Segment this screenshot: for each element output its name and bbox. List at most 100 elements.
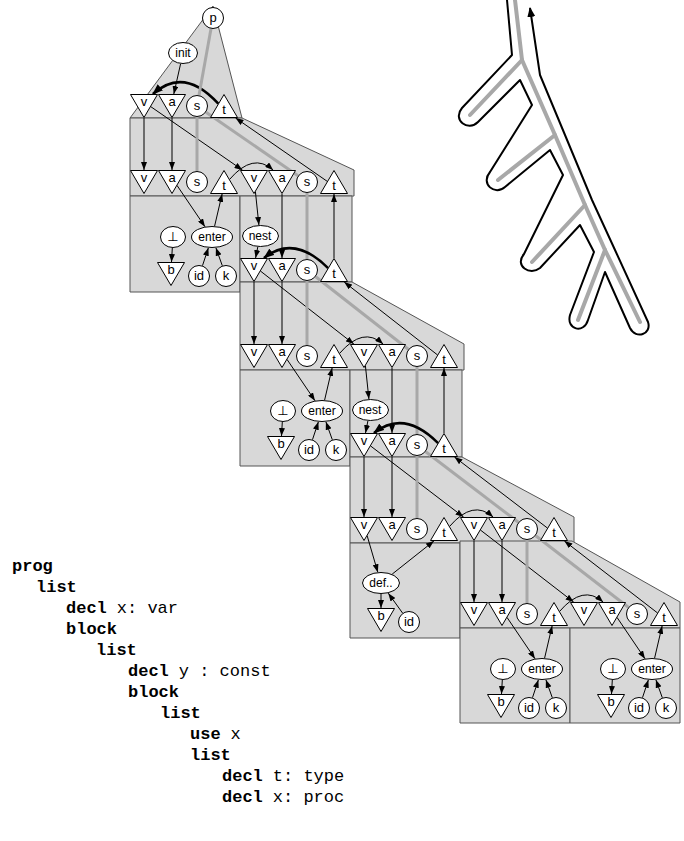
node-text-box: v: [130, 95, 158, 109]
node-text-box: v: [570, 603, 598, 617]
inherited-attribute-triangle: v: [570, 602, 598, 626]
node-label: b: [267, 437, 295, 451]
triangle-outline: [269, 345, 296, 368]
code-keyword: list: [160, 704, 201, 724]
node-text-box: s: [516, 607, 538, 621]
attribute-circle: s: [626, 603, 648, 625]
attribute-circle: s: [516, 603, 538, 625]
node-label: v: [460, 518, 488, 532]
dependency-arrow: [392, 457, 393, 517]
node-label: a: [378, 434, 406, 448]
oval-outline: [363, 573, 400, 594]
dependency-arrow: [501, 680, 503, 694]
node-label: t: [650, 611, 678, 625]
triangle-outline: [321, 345, 348, 368]
list-region: [240, 282, 464, 370]
function-oval: enter: [191, 226, 233, 248]
code-keyword: block: [66, 620, 117, 640]
node-text-box: s: [296, 349, 318, 363]
circle-outline: [326, 440, 347, 461]
synthesized-attribute-triangle: t: [210, 170, 238, 194]
node-label: a: [488, 518, 516, 532]
node-label: k: [655, 701, 677, 715]
dependency-arrow: [174, 64, 181, 94]
node-label: s: [516, 522, 538, 536]
triangle-outline: [461, 518, 488, 541]
triangle-outline: [268, 437, 295, 460]
triangle-outline: [131, 171, 158, 194]
triangle-outline: [269, 259, 296, 282]
node-label: s: [186, 175, 208, 189]
synthesized-attribute-triangle: t: [320, 344, 348, 368]
node-label: v: [240, 171, 268, 185]
node-text-box: a: [488, 518, 516, 532]
oval-outline: [491, 659, 516, 680]
tree-link: [416, 456, 419, 518]
node-label: a: [268, 345, 296, 359]
node-text-box: k: [655, 701, 677, 715]
node-text-box: p: [202, 11, 224, 25]
function-oval: init: [168, 42, 198, 64]
oval-outline: [352, 400, 388, 421]
code-keyword: decl: [128, 662, 169, 682]
attribute-circle: k: [325, 439, 347, 461]
node-label: a: [268, 171, 296, 185]
inherited-attribute-triangle: a: [488, 602, 516, 626]
node-text-box: b: [597, 695, 625, 709]
oval-outline: [271, 401, 296, 422]
dependency-arrow: [655, 626, 663, 658]
node-label: v: [570, 603, 598, 617]
circle-outline: [517, 519, 538, 540]
attribute-circle: s: [406, 345, 428, 367]
node-text-box: b: [267, 437, 295, 451]
oval-outline: [632, 659, 673, 680]
triangle-outline: [241, 171, 268, 194]
attribute-circle: k: [215, 265, 237, 287]
attribute-circle: id: [188, 265, 210, 287]
oval-outline: [169, 43, 198, 64]
node-label: a: [378, 345, 406, 359]
node-label: t: [210, 103, 238, 117]
triangle-outline: [131, 95, 158, 118]
dependency-arrow: [172, 118, 173, 170]
function-oval: enter: [521, 658, 563, 680]
oval-outline: [161, 227, 186, 248]
code-text: x: [231, 725, 241, 745]
node-text-box: b: [367, 609, 395, 623]
node-text-box: s: [406, 349, 428, 363]
node-label: a: [378, 518, 406, 532]
attribute-circle: id: [398, 611, 420, 633]
node-label: t: [320, 353, 348, 367]
dependency-arrow: [203, 248, 209, 266]
circle-outline: [216, 266, 237, 287]
list-region: [460, 541, 680, 628]
tree-link: [526, 540, 529, 603]
dependency-arrow: [255, 192, 259, 225]
node-text-box: a: [268, 345, 296, 359]
dependency-arrow: [215, 194, 223, 226]
root-region: [130, 6, 242, 118]
inherited-attribute-triangle: a: [158, 170, 186, 194]
circle-outline: [407, 435, 428, 456]
dependency-arrow: [367, 536, 378, 573]
node-text-box: enter: [301, 404, 343, 418]
attribute-circle: s: [406, 434, 428, 456]
triangle-outline: [159, 95, 186, 118]
circle-outline: [656, 698, 677, 719]
node-label: v: [350, 434, 378, 448]
synthesized-attribute-triangle: t: [320, 170, 348, 194]
node-text-box: ⊥: [600, 662, 626, 676]
node-text-box: k: [545, 701, 567, 715]
node-label: s: [296, 263, 318, 277]
dependency-arrow: [171, 248, 173, 262]
node-text-box: nest: [352, 403, 389, 417]
code-keyword: decl: [222, 788, 263, 808]
function-oval: ⊥: [600, 658, 626, 680]
node-label: v: [130, 171, 158, 185]
node-label: id: [518, 701, 540, 715]
circle-outline: [203, 8, 224, 29]
node-text-box: t: [650, 611, 678, 625]
node-text-box: id: [298, 443, 320, 457]
